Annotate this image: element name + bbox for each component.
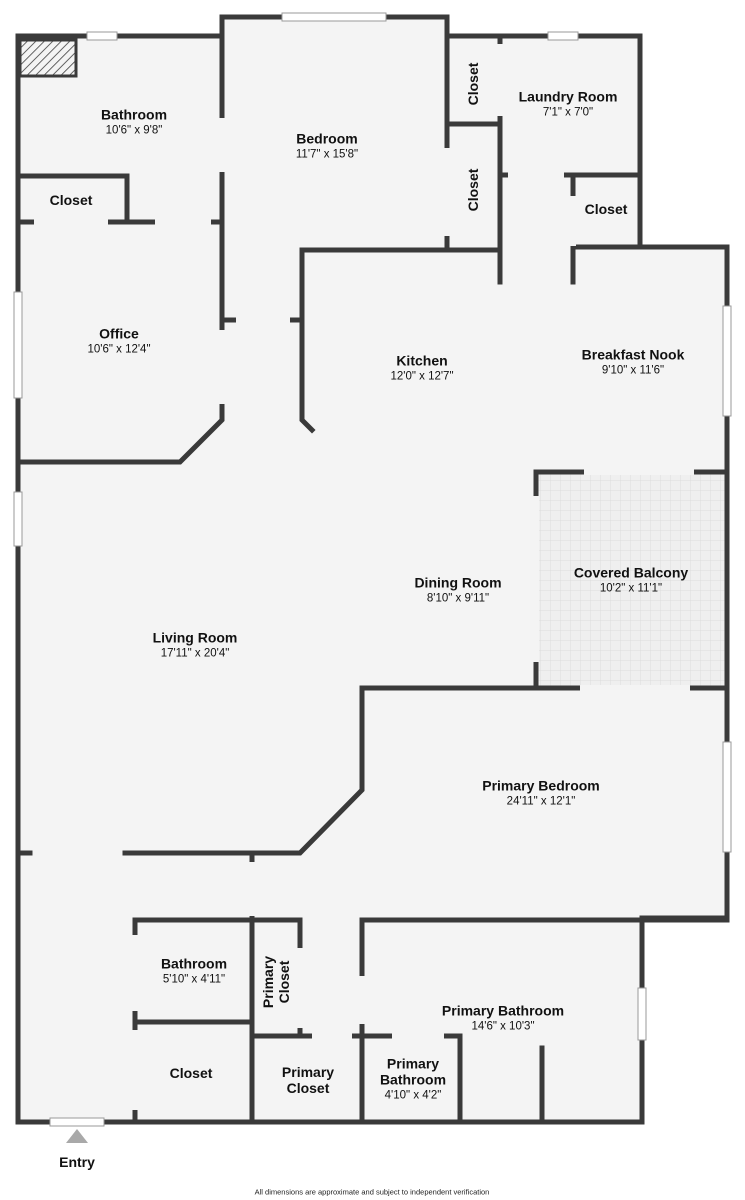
room-dining-room: Dining Room 8'10" x 9'11" xyxy=(414,574,501,605)
room-dimensions: 17'11" x 20'4" xyxy=(160,647,230,660)
room-dimensions: 9'10" x 11'6" xyxy=(601,364,665,377)
room-dimensions: 14'6" x 10'3" xyxy=(471,1020,535,1033)
door-openings xyxy=(34,44,694,1110)
windows xyxy=(13,12,732,1127)
room-name: Primary Closet xyxy=(259,955,292,1009)
room-name: Kitchen xyxy=(396,352,448,369)
room-dimensions: 11'7" x 15'8" xyxy=(295,148,359,161)
room-name: Closet xyxy=(169,1064,213,1081)
room-name: Closet xyxy=(49,191,93,208)
room-name: Closet xyxy=(464,62,481,106)
balcony-tile-floor xyxy=(536,472,727,688)
room-dimensions: 5'10" x 4'11" xyxy=(162,973,226,986)
room-name: Closet xyxy=(584,200,628,217)
room-laundry-room: Laundry Room 7'1" x 7'0" xyxy=(519,88,618,119)
room-name: Primary Bedroom xyxy=(482,777,600,794)
room-dimensions: 12'0" x 12'7" xyxy=(390,370,454,383)
room-dimensions: 4'10" x 4'2" xyxy=(384,1089,442,1102)
entry-arrow-icon xyxy=(66,1129,88,1143)
room-name: Bathroom xyxy=(160,955,228,972)
room-closet-hall-2: Closet xyxy=(465,169,481,212)
room-covered-balcony: Covered Balcony 10'2" x 11'1" xyxy=(574,564,688,595)
room-name: Breakfast Nook xyxy=(581,346,685,363)
room-name: Bedroom xyxy=(296,130,358,147)
room-dimensions: 24'11" x 12'1" xyxy=(506,795,576,808)
room-primary-closet-vertical: Primary Closet xyxy=(260,942,292,1022)
room-office: Office 10'6" x 12'4" xyxy=(87,325,150,356)
room-name: Living Room xyxy=(152,629,238,646)
hatched-chase xyxy=(18,38,78,78)
room-primary-closet: Primary Closet xyxy=(273,1064,343,1096)
room-primary-bedroom: Primary Bedroom 24'11" x 12'1" xyxy=(482,777,599,808)
room-name: Primary Closet xyxy=(281,1063,335,1096)
room-breakfast-nook: Breakfast Nook 9'10" x 11'6" xyxy=(582,346,685,377)
room-closet-bath: Closet xyxy=(50,192,93,208)
footnote: All dimensions are approximate and subje… xyxy=(254,1187,490,1197)
room-name: Bathroom xyxy=(100,106,168,123)
room-closet-laundry: Closet xyxy=(585,201,628,217)
room-closet-entry: Closet xyxy=(170,1065,213,1081)
room-bathroom-1: Bathroom 10'6" x 9'8" xyxy=(101,106,167,137)
room-name: Primary Bathroom xyxy=(441,1002,565,1019)
room-dimensions: 8'10" x 9'11" xyxy=(426,592,490,605)
room-dimensions: 10'6" x 12'4" xyxy=(87,343,151,356)
room-name: Covered Balcony xyxy=(573,564,689,581)
room-primary-bathroom-small: Primary Bathroom 4'10" x 4'2" xyxy=(371,1055,455,1102)
room-name: Dining Room xyxy=(414,574,502,591)
room-name: Office xyxy=(99,325,139,342)
room-name: Laundry Room xyxy=(518,88,618,105)
room-bathroom-2: Bathroom 5'10" x 4'11" xyxy=(161,955,227,986)
room-closet-hall-1: Closet xyxy=(465,63,481,106)
floor-area xyxy=(18,17,727,1122)
room-bedroom: Bedroom 11'7" x 15'8" xyxy=(296,130,358,161)
entry-label: Entry xyxy=(59,1154,95,1170)
room-dimensions: 7'1" x 7'0" xyxy=(542,106,594,119)
room-dimensions: 10'6" x 9'8" xyxy=(105,124,163,137)
room-primary-bathroom: Primary Bathroom 14'6" x 10'3" xyxy=(442,1002,564,1033)
room-name: Closet xyxy=(464,168,481,212)
room-name: Primary Bathroom xyxy=(379,1055,447,1088)
room-kitchen: Kitchen 12'0" x 12'7" xyxy=(390,352,453,383)
room-dimensions: 10'2" x 11'1" xyxy=(599,582,663,595)
room-living-room: Living Room 17'11" x 20'4" xyxy=(153,629,238,660)
